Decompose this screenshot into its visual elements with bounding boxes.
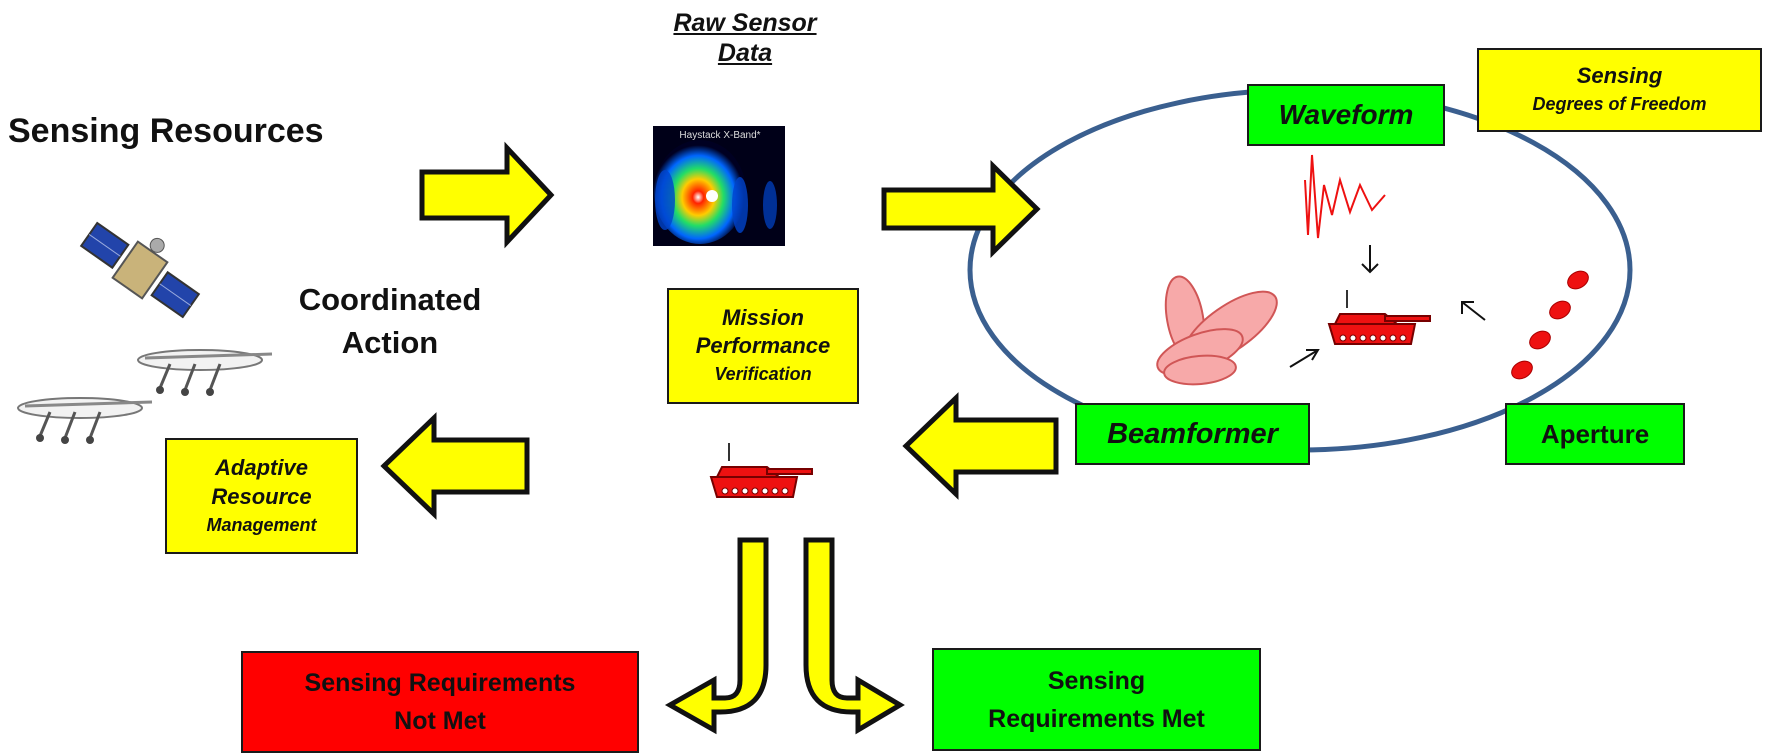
- aperture-box: Aperture: [1505, 403, 1685, 465]
- coordinated-action-line1: Coordinated: [298, 282, 482, 317]
- sensing-resources-title: Sensing Resources: [8, 112, 324, 150]
- tank-target-icon: [709, 443, 813, 498]
- waveform-signal-icon: [1304, 154, 1386, 239]
- not-met-line2: Not Met: [394, 707, 486, 735]
- adaptive-box-line3: Management: [206, 514, 317, 535]
- adaptive-box-line2: Resource: [211, 483, 312, 509]
- waveform-box: Waveform: [1247, 84, 1445, 146]
- pointer-arrow-icon: [1289, 245, 1486, 368]
- aperture-elements-icon: [1511, 270, 1589, 380]
- met-line1: Sensing: [1047, 666, 1146, 695]
- radar-image: [653, 126, 785, 246]
- beamformer-label: Beamformer: [1107, 417, 1278, 450]
- sensing-dof-line2: Degrees of Freedom: [1532, 94, 1707, 114]
- coordinated-action-label: Coordinated Action: [275, 278, 505, 364]
- not-met-line1: Sensing Requirements: [304, 669, 576, 697]
- coordinated-action-line2: Action: [341, 325, 439, 360]
- sensing-dof-line1: Sensing: [1576, 63, 1663, 88]
- adaptive-resource-box: Adaptive Resource Management: [165, 438, 358, 554]
- mission-box-line3: Verification: [714, 364, 812, 384]
- aperture-label: Aperture: [1540, 418, 1650, 449]
- arrow-to-not-met: [664, 537, 769, 735]
- arrow-to-met: [803, 537, 905, 735]
- raw-sensor-data-line2: Data: [717, 39, 773, 67]
- tank-target-icon: [1327, 290, 1431, 345]
- arrow-resources-to-raw-data: [419, 141, 555, 249]
- adaptive-box-line1: Adaptive: [215, 454, 308, 480]
- uav-drone-icon: [137, 349, 273, 396]
- beamformer-box: Beamformer: [1075, 403, 1310, 465]
- requirements-met-box: Sensing Requirements Met: [932, 648, 1261, 751]
- uav-drone-icon: [17, 397, 153, 444]
- raw-sensor-data-line1: Raw Sensor: [673, 9, 817, 37]
- waveform-label: Waveform: [1278, 99, 1414, 130]
- satellite-icon: [79, 221, 201, 319]
- met-line2: Requirements Met: [988, 704, 1205, 733]
- arrow-raw-data-to-dof: [881, 160, 1041, 258]
- requirements-not-met-box: Sensing Requirements Not Met: [241, 651, 639, 753]
- mission-performance-box: Mission Performance Verification: [667, 288, 859, 404]
- mission-box-line2: Performance: [695, 333, 831, 358]
- sensing-dof-box: Sensing Degrees of Freedom: [1477, 48, 1762, 132]
- beam-pattern-icon: [1156, 275, 1278, 386]
- arrow-dof-to-mission: [902, 392, 1059, 500]
- raw-sensor-data-title: Raw Sensor Data: [640, 8, 850, 68]
- radar-image-caption: Haystack X-Band*: [679, 130, 761, 141]
- mission-box-line1: Mission: [722, 305, 804, 330]
- arrow-mission-to-adaptive: [380, 412, 530, 520]
